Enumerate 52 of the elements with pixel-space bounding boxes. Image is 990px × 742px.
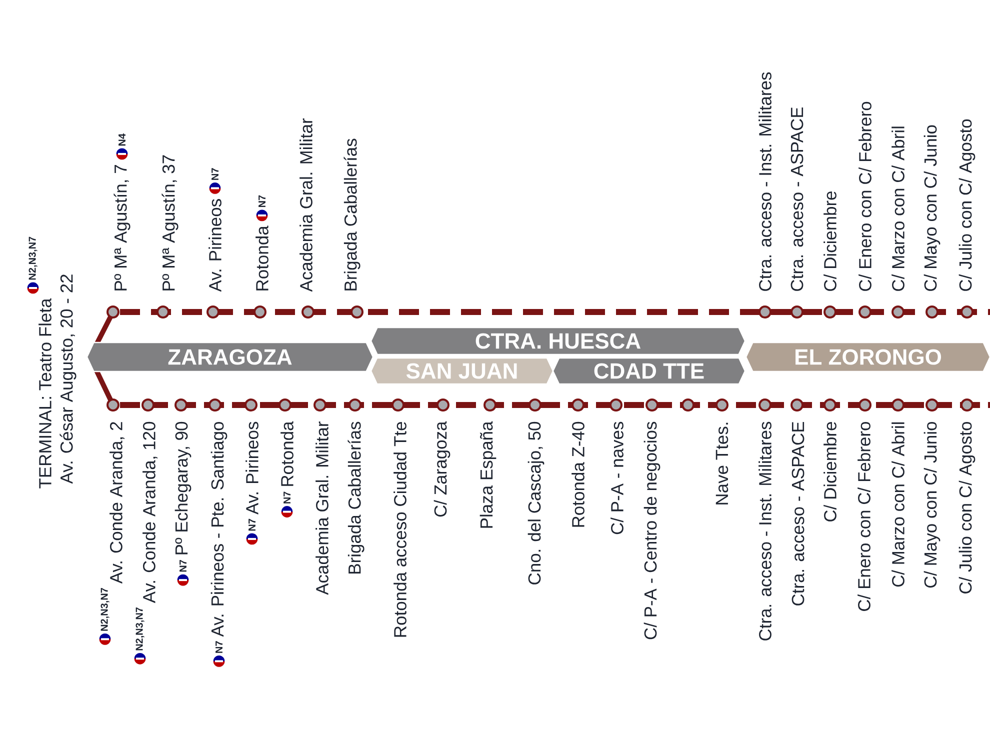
stop-name: Rotonda Z-40 <box>572 422 584 527</box>
stop-name: C/ P-A - naves <box>610 422 624 534</box>
stop-name: C/ Mayo con C/ Junio <box>924 125 940 291</box>
stop-name: C/ Mayo con C/ Junio <box>924 422 940 588</box>
stop-name: Ctra. acceso - Inst. Militares <box>758 72 772 291</box>
zone-band: SAN JUAN <box>370 357 554 385</box>
line-number: N2,N3,N7 <box>100 588 110 631</box>
zone-band: CDAD TTE <box>552 357 746 385</box>
stop-name: C/ Enero con C/ Febrero <box>858 102 872 291</box>
stop-name: C/ Enero con C/ Febrero <box>858 422 870 611</box>
line-number: N7 <box>212 168 218 180</box>
stop-name: Pº Mª Agustín, 7 <box>114 165 130 290</box>
stop-name: C/ Julio con C/ Agosto <box>958 119 976 291</box>
line-number: N2,N3,N7 <box>28 236 38 280</box>
zone-band: EL ZORONGO <box>745 342 990 372</box>
stop-name: Nave Ttes. <box>716 422 728 504</box>
stop-name: C/ P-A - Centro de negocios <box>644 422 660 640</box>
stop-name: Pº Echegaray, 90 <box>174 422 192 554</box>
stop-name: C/ Julio con C/ Agosto <box>958 422 976 594</box>
stop-name: Ctra. acceso - ASPACE <box>790 107 804 291</box>
line-number: N7 <box>180 560 186 572</box>
stop-name: Av. Pirineos <box>208 199 222 292</box>
line-number: N7 <box>284 492 290 504</box>
line-number: N7 <box>248 518 256 531</box>
zone-band: CTRA. HUESCA <box>370 326 746 356</box>
stop-name: Rotonda <box>280 421 294 486</box>
stop-name: Av. Conde Aranda, 120 <box>142 422 158 604</box>
stop-name: C/ Marzo con C/ Abril <box>892 422 904 587</box>
line-number: N7 <box>216 641 222 653</box>
stop-name: Pº Mª Agustín, 37 <box>162 155 178 290</box>
stop-name: C/ Diciembre <box>824 422 836 522</box>
line-number: N4 <box>118 134 126 146</box>
stop-name: Rotonda acceso Ciudad Tte <box>394 422 406 637</box>
stop-name: Cno. del Cascajo, 50 <box>528 422 544 584</box>
stop-name: Rotonda <box>256 226 268 290</box>
stop-name: Ctra. acceso - Inst. Militares <box>758 422 772 640</box>
zone-band: ZARAGOZA <box>86 342 374 372</box>
stop-name: Ctra. acceso - ASPACE <box>792 422 804 606</box>
stop-name: Av. Conde Aranda, 2 <box>110 422 124 584</box>
stop-name: Av. Pirineos - Pte. Santiago <box>210 422 228 637</box>
stop-name: Plaza España <box>480 421 496 528</box>
stop-name: C/ Diciembre <box>824 191 836 291</box>
stop-name: C/ Zaragoza <box>434 421 450 517</box>
terminal-label: TERMINAL: Teatro Fleta <box>38 298 52 488</box>
stop-name: Academia Gral. Militar <box>300 118 312 292</box>
stop-name: Brigada Caballerías <box>348 422 364 574</box>
line-number: N2,N3,N7 <box>136 607 144 650</box>
line-number: N7 <box>258 195 266 208</box>
stop-name: Av. Pirineos <box>246 422 258 515</box>
stop-name: Academia Gral. Militar <box>316 422 328 595</box>
stop-name: Brigada Caballerías <box>344 138 360 290</box>
stop-name: C/ Marzo con C/ Abril <box>892 126 904 291</box>
